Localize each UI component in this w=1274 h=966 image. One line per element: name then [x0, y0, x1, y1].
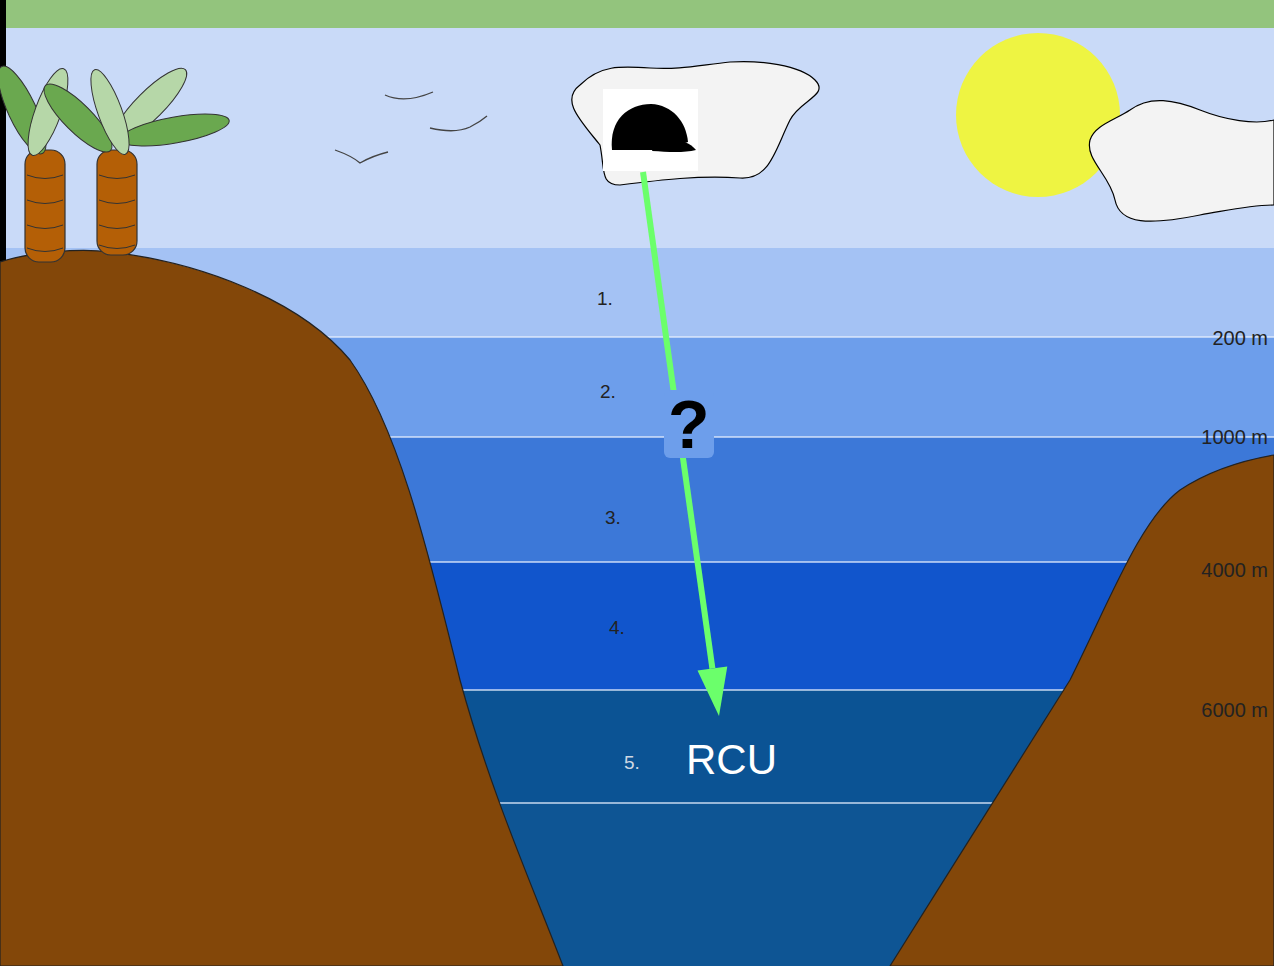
trunk-rings — [27, 175, 135, 252]
depth-zone: 3. — [0, 437, 1274, 562]
band-number: 2. — [600, 382, 616, 401]
top-bar — [6, 0, 1274, 28]
bird — [430, 116, 487, 131]
depth-zone: 1. — [0, 248, 1274, 337]
band-number: 5. — [624, 753, 640, 772]
sky — [6, 28, 1274, 248]
question-mark: ? — [664, 390, 714, 458]
depth-zone: 5. RCU — [0, 690, 1274, 803]
band-number: 3. — [605, 508, 621, 527]
depth-label: 200 m — [1212, 328, 1268, 348]
palm-trunk — [97, 150, 137, 255]
right-mountain — [890, 455, 1274, 966]
depth-zone: 4. — [0, 562, 1274, 690]
band-number: 4. — [609, 618, 625, 637]
bird — [335, 150, 388, 163]
cap-icon — [652, 139, 696, 152]
palm-trunk — [25, 150, 65, 262]
depth-zone: 2. — [0, 337, 1274, 437]
bird — [385, 92, 433, 99]
birds — [335, 92, 487, 163]
depth-label: 4000 m — [1201, 560, 1268, 580]
depth-label: 1000 m — [1201, 427, 1268, 447]
arrow-head — [698, 666, 728, 716]
sun — [956, 33, 1120, 197]
palm-leaf — [83, 66, 136, 159]
cloud — [1089, 101, 1274, 222]
palm-trees — [0, 60, 231, 262]
band-number: 1. — [597, 289, 613, 308]
cap-icon-ground — [603, 89, 698, 171]
depth-label: 6000 m — [1201, 700, 1268, 720]
cloud — [572, 62, 819, 185]
left-mountain — [0, 250, 563, 966]
zone-name: RCU — [686, 739, 777, 781]
palm-leaf — [119, 108, 232, 153]
